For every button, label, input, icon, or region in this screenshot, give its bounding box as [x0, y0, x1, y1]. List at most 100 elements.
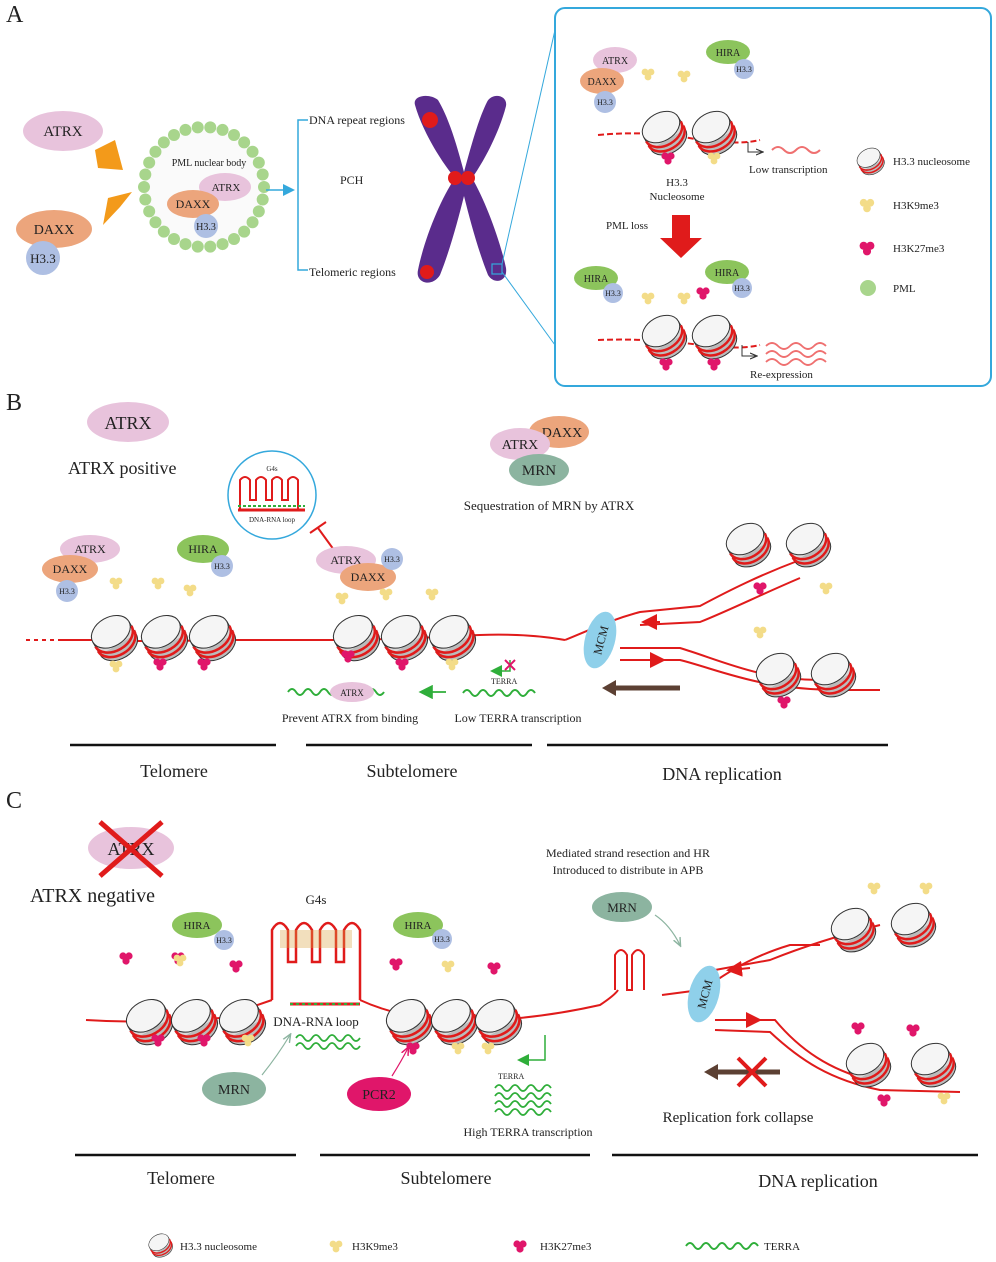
c-terra-label: TERRA [498, 1072, 524, 1081]
pml-protein-dot [149, 216, 162, 229]
b-terra-atrx-label: ATRX [340, 688, 364, 698]
b-tel-daxx-label: DAXX [53, 562, 88, 576]
pml-protein-dot [246, 145, 259, 158]
pml-protein-dot [143, 205, 156, 218]
c-hira2-label: HIRA [405, 920, 432, 932]
b-tel-daxx [42, 555, 98, 583]
inset-dna-top [597, 132, 761, 144]
c-section-telomere: Telomere [147, 1168, 215, 1188]
b-atrx-top [490, 428, 550, 460]
inset-atrx [593, 47, 637, 73]
nucleosome [422, 607, 483, 669]
bottom-legend-h3k27-icon [513, 1240, 527, 1253]
inset-hira3-h33-label: H3.3 [734, 284, 750, 293]
h3k27-mark [906, 1024, 920, 1037]
pml-protein-dot [216, 123, 229, 136]
h3k27-mark [395, 658, 409, 671]
c-mrn-label: MRN [218, 1083, 250, 1098]
b-atrx-label: ATRX [104, 413, 151, 433]
pml-protein-dot [191, 240, 204, 253]
bottom-legend-h3k27-label: H3K27me3 [540, 1241, 592, 1253]
bottom-legend-h3k9-label: H3K9me3 [352, 1241, 398, 1253]
h3k9-mark [109, 577, 123, 590]
pml-protein-dot [228, 232, 240, 245]
c-g4s-structure [270, 921, 362, 1000]
pml-protein-dot [139, 193, 152, 206]
pml-protein-dot [256, 168, 269, 181]
b-fork-upper-2 [639, 577, 801, 626]
c-hira1 [172, 912, 222, 938]
h3k9-mark [335, 592, 349, 605]
c-dna-rna-loop-label: DNA-RNA loop [273, 1014, 359, 1029]
reexpression-label: Re-expression [750, 369, 813, 381]
c-fork-nucleosome [884, 895, 943, 955]
h3k27-mark [151, 1034, 165, 1047]
inset-atrx-label: ATRX [602, 56, 629, 67]
b-hira [177, 535, 229, 563]
c-mrn-top [592, 892, 652, 922]
c-mrn [202, 1072, 266, 1106]
atrx-label: ATRX [43, 124, 82, 140]
prevent-label: Prevent ATRX from binding [282, 711, 418, 725]
b-mrn [509, 454, 569, 486]
c-atrx-cross [98, 820, 164, 878]
zoom-line-2 [501, 29, 556, 265]
h3k27-mark [197, 1034, 211, 1047]
pml-protein-dot [258, 181, 270, 193]
inset-hira-label: HIRA [716, 48, 741, 59]
pml-loss-label: PML loss [606, 220, 648, 232]
b-mrn-label: MRN [522, 463, 556, 479]
low-transcript-wave [771, 146, 821, 154]
c-g4s-quartets [280, 930, 352, 948]
c-hira2 [393, 912, 443, 938]
h3k9-mark [183, 584, 197, 597]
inset-daxx-label: DAXX [588, 77, 618, 88]
inset-box [554, 7, 992, 387]
b-g4s-label: G4s [266, 465, 278, 473]
g4s-structure [239, 476, 299, 510]
body-atrx [199, 173, 251, 201]
c-fork-upper [661, 944, 820, 996]
c-mrn-top-arrow [654, 914, 680, 945]
low-terra-label: Low TERRA transcription [454, 711, 581, 725]
fork-collapse-label: Replication fork collapse [663, 1110, 814, 1126]
pml-protein-dot [139, 168, 152, 181]
inset-hira3-label: HIRA [715, 268, 740, 279]
pml-protein-dot [179, 123, 192, 136]
pml-protein-dot [252, 156, 265, 169]
c-mcm [687, 965, 721, 1023]
h3k27-mark [229, 960, 243, 973]
b-tel-atrx-label: ATRX [74, 542, 106, 556]
b-atrx-bubble [87, 402, 169, 442]
pml-protein-dot [191, 121, 204, 134]
nucleosome [182, 607, 243, 669]
high-terra-label: High TERRA transcription [463, 1125, 592, 1139]
c-section-subtelomere: Subtelomere [401, 1168, 492, 1188]
h3k27-mark [487, 962, 501, 975]
c-fork-arrow-1 [726, 960, 751, 977]
b-daxx-top-label: DAXX [542, 426, 582, 441]
pml-protein-dot [238, 136, 251, 149]
bracket [297, 119, 308, 271]
b-sub-daxx-label: DAXX [351, 570, 386, 584]
legend-nucleosome-label: H3.3 nucleosome [893, 156, 970, 168]
transcription-arrow [747, 142, 762, 152]
b-mcm [583, 611, 617, 669]
c-g4s-label: G4s [306, 892, 327, 907]
bottom-legend-nucleosome-label: H3.3 nucleosome [180, 1241, 257, 1253]
b-section-telomere: Telomere [140, 761, 208, 781]
h3k9-mark [425, 588, 439, 601]
b-terra-atrx [330, 682, 374, 702]
b-tel-h33-label: H3.3 [59, 587, 75, 596]
inset-dna-bottom [597, 338, 761, 349]
c-hira1-label: HIRA [184, 920, 211, 932]
c-fork-nucleosome [839, 1035, 898, 1095]
bottom-legend-terra-icon [685, 1242, 759, 1250]
h3k9-mark [441, 960, 455, 973]
c-brown-arrowhead [704, 1064, 718, 1080]
h3k9-mark [937, 1092, 951, 1105]
b-sub-atrx-label: ATRX [330, 553, 362, 567]
pml-protein-dot [138, 181, 150, 193]
b-section-replication: DNA replication [662, 764, 781, 784]
